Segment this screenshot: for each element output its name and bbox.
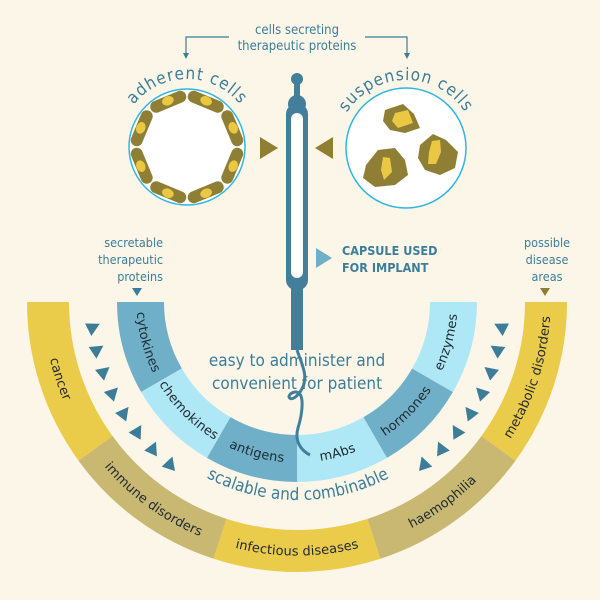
capsule-icon [286,73,311,457]
flow-arrows [85,323,509,471]
adherent-cell [187,181,224,204]
proteins-caption-line1: secretable [104,235,163,250]
protein-segment [363,368,453,458]
disease-label: infectious diseases [234,537,360,559]
header-line2: therapeutic proteins [238,39,357,54]
adherent-cell [221,110,244,147]
adherent-cell [130,147,153,184]
suspension-cells-illustration [345,87,467,209]
arrow-right-icon [316,248,332,268]
arrow-right-icon [260,137,278,159]
arrow-down-icon [132,288,142,296]
disease-segment [27,302,113,461]
protein-segment [297,417,387,482]
arrow-icon [103,387,118,402]
arrow-icon [476,387,491,402]
arrow-icon [437,441,450,457]
disease-caption-line2: disease [526,252,569,267]
protein-segment [207,417,297,482]
disease-caption-line1: possible [524,235,570,250]
adherent-cells-illustration [128,88,246,206]
arrow-left-icon [315,137,333,159]
disease-segment [367,436,516,559]
proteins-caption-line3: proteins [117,269,163,284]
capsule-label-line2: FOR IMPLANT [342,260,429,275]
disease-segment [213,518,381,573]
arrow-icon [494,323,509,336]
disease-segment [481,302,567,461]
protein-segment [117,302,182,392]
arrow-icon [128,425,142,440]
adherent-cell [187,90,224,113]
adherent-cell [221,147,244,184]
disease-caption-line3: areas [532,269,563,284]
capsule-label-line1: CAPSULE USED [342,243,437,258]
adherent-cell [150,90,187,113]
adherent-cell [130,110,153,147]
disease-segment [78,436,227,559]
center-text-line2: convenient for patient [212,374,382,394]
arrow-down-icon [183,53,189,59]
header-bracket-left [185,36,229,55]
arrow-icon [144,441,157,457]
arrow-down-icon [540,288,550,296]
arrow-icon [115,406,129,422]
header-bracket-right [365,36,408,55]
arrow-icon [484,366,499,381]
arrow-icon [452,425,466,440]
protein-segment [412,302,477,392]
arrow-icon [95,366,110,381]
header-line1: cells secreting [255,23,339,38]
arrow-icon [490,345,506,359]
arrow-down-icon [404,53,410,59]
arrow-icon [465,406,479,422]
arrow-icon [161,456,176,471]
proteins-caption-line2: therapeutic [98,252,163,267]
adherent-cell [150,181,187,204]
arrow-icon [88,345,104,359]
center-text-line1: easy to administer and [209,351,385,371]
protein-segment [141,368,231,458]
arrow-icon [85,323,100,336]
arrow-icon [418,456,433,471]
